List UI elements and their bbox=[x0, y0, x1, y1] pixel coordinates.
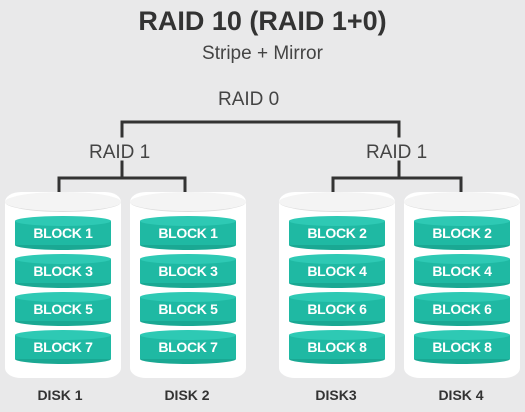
block-cap bbox=[414, 292, 510, 302]
block-cap bbox=[414, 216, 510, 226]
block: BLOCK 6 bbox=[414, 292, 510, 326]
block: BLOCK 3 bbox=[140, 254, 236, 288]
block-label: BLOCK 8 bbox=[307, 339, 367, 355]
block-bottom bbox=[414, 240, 510, 250]
disk-label: DISK 1 bbox=[37, 387, 83, 403]
block-bottom bbox=[289, 316, 385, 326]
disk-2: BLOCK 1 BLOCK 3 BLOCK 5 BLOCK 7 bbox=[130, 192, 246, 378]
disk-label: DISK 4 bbox=[438, 387, 484, 403]
block: BLOCK 3 bbox=[15, 254, 111, 288]
block: BLOCK 2 bbox=[289, 216, 385, 250]
block-bottom bbox=[15, 240, 111, 250]
block-cap bbox=[15, 216, 111, 226]
block: BLOCK 1 bbox=[140, 216, 236, 250]
block-label: BLOCK 4 bbox=[307, 263, 367, 279]
block: BLOCK 5 bbox=[140, 292, 236, 326]
block-label: BLOCK 2 bbox=[307, 225, 367, 241]
block-label: BLOCK 7 bbox=[33, 339, 93, 355]
block-bottom bbox=[289, 354, 385, 364]
block-cap bbox=[289, 254, 385, 264]
block-label: BLOCK 4 bbox=[432, 263, 492, 279]
block: BLOCK 4 bbox=[289, 254, 385, 288]
block: BLOCK 7 bbox=[15, 330, 111, 364]
diagram-subtitle: Stripe + Mirror bbox=[202, 43, 323, 64]
block-bottom bbox=[140, 278, 236, 288]
block: BLOCK 4 bbox=[414, 254, 510, 288]
block-label: BLOCK 1 bbox=[33, 225, 93, 241]
disk-label: DISK 2 bbox=[164, 387, 210, 403]
block: BLOCK 7 bbox=[140, 330, 236, 364]
block: BLOCK 1 bbox=[15, 216, 111, 250]
block-cap bbox=[140, 216, 236, 226]
block-label: BLOCK 6 bbox=[432, 301, 492, 317]
block: BLOCK 5 bbox=[15, 292, 111, 326]
block-bottom bbox=[140, 240, 236, 250]
disk-top bbox=[130, 192, 246, 212]
disk-4: BLOCK 2 BLOCK 4 BLOCK 6 BLOCK 8 bbox=[404, 192, 520, 378]
block: BLOCK 8 bbox=[289, 330, 385, 364]
raid1-left-label: RAID 1 bbox=[89, 142, 151, 163]
block-cap bbox=[140, 292, 236, 302]
block-cap bbox=[289, 292, 385, 302]
block-cap bbox=[414, 330, 510, 340]
block-cap bbox=[140, 330, 236, 340]
block-bottom bbox=[140, 316, 236, 326]
block-bottom bbox=[15, 278, 111, 288]
block-label: BLOCK 6 bbox=[307, 301, 367, 317]
block-bottom bbox=[414, 316, 510, 326]
block-cap bbox=[15, 292, 111, 302]
block: BLOCK 2 bbox=[414, 216, 510, 250]
disk-top bbox=[404, 192, 520, 212]
block-cap bbox=[289, 216, 385, 226]
block-bottom bbox=[289, 278, 385, 288]
block-label: BLOCK 7 bbox=[158, 339, 218, 355]
block-label: BLOCK 5 bbox=[33, 301, 93, 317]
block-label: BLOCK 1 bbox=[158, 225, 218, 241]
disk-3: BLOCK 2 BLOCK 4 BLOCK 6 BLOCK 8 bbox=[279, 192, 395, 378]
block: BLOCK 6 bbox=[289, 292, 385, 326]
raid1-right-label: RAID 1 bbox=[366, 142, 428, 163]
block-label: BLOCK 5 bbox=[158, 301, 218, 317]
block-bottom bbox=[289, 240, 385, 250]
block-label: BLOCK 8 bbox=[432, 339, 492, 355]
disk-label: DISK3 bbox=[315, 387, 357, 403]
block-label: BLOCK 3 bbox=[33, 263, 93, 279]
block-label: BLOCK 3 bbox=[158, 263, 218, 279]
disk-top bbox=[5, 192, 121, 212]
block-bottom bbox=[15, 354, 111, 364]
diagram-title: RAID 10 (RAID 1+0) bbox=[138, 6, 387, 36]
block-cap bbox=[289, 330, 385, 340]
disk-1: BLOCK 1 BLOCK 3 BLOCK 5 BLOCK 7 bbox=[5, 192, 121, 378]
block-bottom bbox=[414, 354, 510, 364]
raid0-label: RAID 0 bbox=[218, 89, 280, 110]
raid0-connector bbox=[120, 120, 401, 138]
block-cap bbox=[140, 254, 236, 264]
block-bottom bbox=[15, 316, 111, 326]
disk-top bbox=[279, 192, 395, 212]
block-cap bbox=[15, 330, 111, 340]
block-label: BLOCK 2 bbox=[432, 225, 492, 241]
block-bottom bbox=[414, 278, 510, 288]
block-cap bbox=[414, 254, 510, 264]
block: BLOCK 8 bbox=[414, 330, 510, 364]
block-bottom bbox=[140, 354, 236, 364]
block-cap bbox=[15, 254, 111, 264]
